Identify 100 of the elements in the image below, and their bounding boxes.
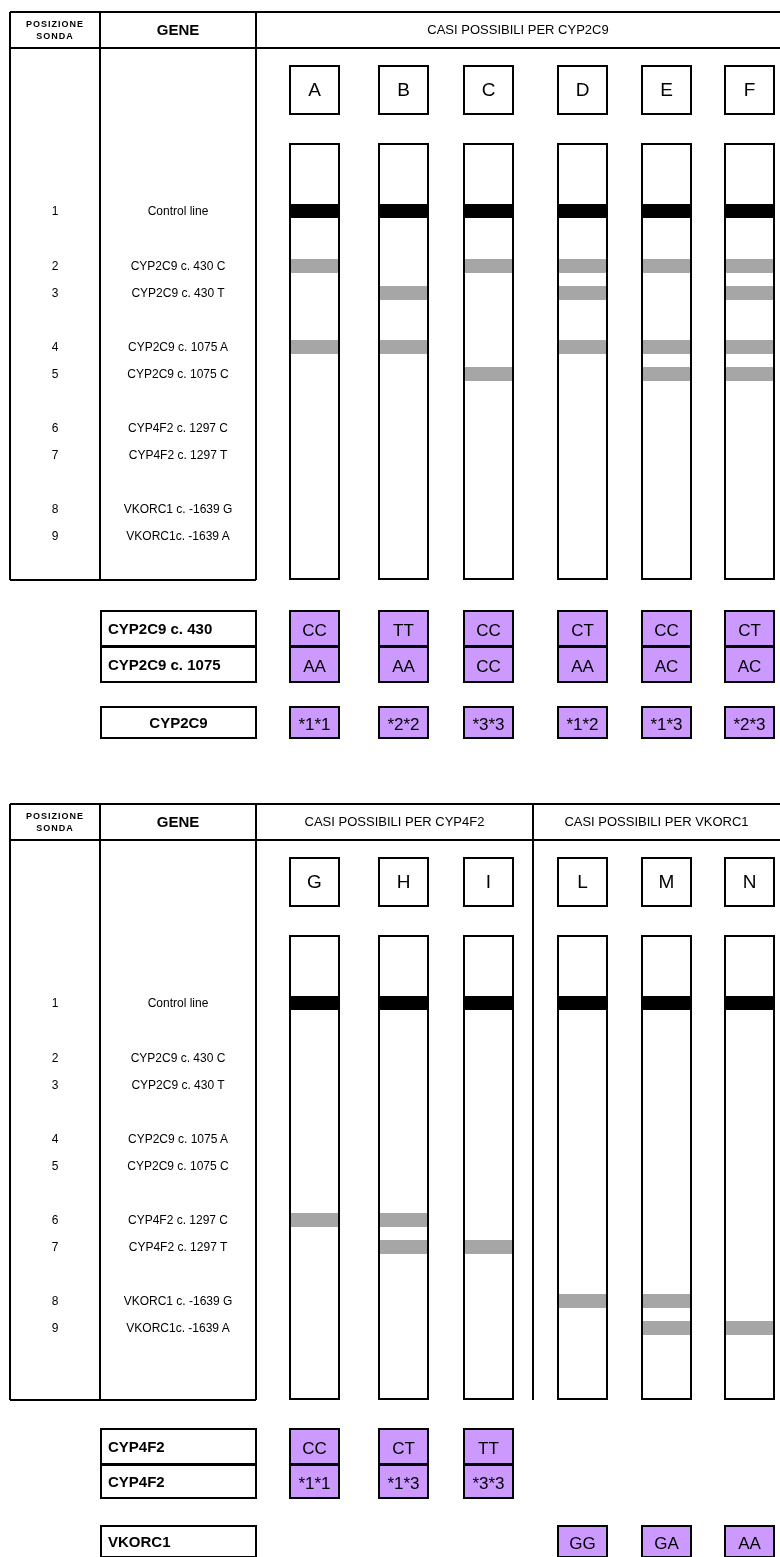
probe-label: CYP2C9 c. 430 C — [130, 1051, 226, 1065]
genotype-box: *1*1 — [289, 706, 340, 739]
probe-label: Control line — [147, 204, 209, 218]
column-header: GENE — [156, 23, 200, 37]
test-strip — [724, 935, 775, 1400]
probe-band — [291, 204, 338, 218]
probe-number: 3 — [51, 286, 59, 300]
probe-label: CYP2C9 c. 1075 A — [127, 340, 229, 354]
gene-label-box: VKORC1 — [100, 1525, 257, 1557]
genotype-box: AA — [378, 646, 429, 683]
probe-band — [465, 367, 512, 381]
genotype-box: GA — [641, 1525, 692, 1557]
probe-label: VKORC1c. -1639 A — [126, 1321, 230, 1335]
probe-number: 7 — [51, 448, 59, 462]
probe-number: 2 — [51, 259, 59, 273]
genotype-box: *1*3 — [378, 1464, 429, 1499]
probe-number: 9 — [51, 1321, 59, 1335]
lane-letter-box: B — [378, 65, 429, 115]
genotype-box: TT — [463, 1428, 514, 1465]
gene-label-box: CYP2C9 c. 430 — [100, 610, 257, 647]
genotype-box: GG — [557, 1525, 608, 1557]
probe-band — [465, 204, 512, 218]
probe-band — [643, 340, 690, 354]
genotype-box: TT — [378, 610, 429, 647]
probe-band — [559, 259, 606, 273]
lane-letter-box: I — [463, 857, 514, 907]
probe-band — [380, 1240, 427, 1254]
probe-band — [380, 1213, 427, 1227]
genotype-box: AA — [724, 1525, 775, 1557]
probe-label: Control line — [147, 996, 209, 1010]
genotype-box: AC — [641, 646, 692, 683]
genotype-box: CC — [463, 646, 514, 683]
probe-band — [643, 1321, 690, 1335]
lane-letter-box: M — [641, 857, 692, 907]
genotype-box: *1*3 — [641, 706, 692, 739]
probe-number: 8 — [51, 502, 59, 516]
column-header: POSIZIONE SONDA — [25, 18, 85, 42]
lane-letter-box: D — [557, 65, 608, 115]
probe-number: 4 — [51, 1132, 59, 1146]
genotype-box: *1*1 — [289, 1464, 340, 1499]
probe-number: 6 — [51, 1213, 59, 1227]
genotype-box: CT — [557, 610, 608, 647]
probe-band — [643, 1294, 690, 1308]
probe-band — [380, 996, 427, 1010]
column-header: CASI POSSIBILI PER CYP2C9 — [427, 23, 609, 37]
probe-band — [380, 340, 427, 354]
lane-letter-box: N — [724, 857, 775, 907]
probe-label: CYP2C9 c. 1075 C — [127, 367, 229, 381]
probe-band — [380, 204, 427, 218]
gene-label-box: CYP2C9 c. 1075 — [100, 646, 257, 683]
test-strip — [463, 935, 514, 1400]
test-strip — [289, 143, 340, 580]
probe-band — [380, 286, 427, 300]
gene-label-box: CYP2C9 — [100, 706, 257, 739]
probe-number: 8 — [51, 1294, 59, 1308]
probe-band — [291, 1213, 338, 1227]
test-strip — [557, 935, 608, 1400]
test-strip — [557, 143, 608, 580]
genotype-box: CT — [724, 610, 775, 647]
test-strip — [641, 935, 692, 1400]
lane-letter-box: C — [463, 65, 514, 115]
probe-band — [643, 259, 690, 273]
probe-band — [465, 996, 512, 1010]
probe-number: 5 — [51, 367, 59, 381]
probe-number: 1 — [51, 996, 59, 1010]
probe-band — [643, 996, 690, 1010]
genotype-box: CC — [641, 610, 692, 647]
column-header: GENE — [156, 815, 200, 829]
probe-label: CYP4F2 c. 1297 T — [128, 448, 228, 462]
genotype-box: CT — [378, 1428, 429, 1465]
probe-number: 4 — [51, 340, 59, 354]
lane-letter-box: G — [289, 857, 340, 907]
probe-band — [643, 367, 690, 381]
genotype-box: *2*2 — [378, 706, 429, 739]
probe-band — [726, 340, 773, 354]
test-strip — [463, 143, 514, 580]
test-strip — [641, 143, 692, 580]
gene-label-box: CYP4F2 — [100, 1428, 257, 1465]
probe-band — [559, 996, 606, 1010]
probe-band — [465, 1240, 512, 1254]
genotype-box: *1*2 — [557, 706, 608, 739]
probe-number: 1 — [51, 204, 59, 218]
genotype-box: *3*3 — [463, 706, 514, 739]
probe-band — [726, 996, 773, 1010]
probe-band — [726, 1321, 773, 1335]
probe-band — [559, 340, 606, 354]
lane-letter-box: L — [557, 857, 608, 907]
genotype-box: CC — [289, 610, 340, 647]
probe-number: 9 — [51, 529, 59, 543]
probe-label: VKORC1 c. -1639 G — [123, 502, 233, 516]
probe-band — [726, 286, 773, 300]
test-strip — [724, 143, 775, 580]
test-strip — [378, 935, 429, 1400]
lane-letter-box: H — [378, 857, 429, 907]
genotype-box: *2*3 — [724, 706, 775, 739]
lane-letter-box: A — [289, 65, 340, 115]
probe-number: 5 — [51, 1159, 59, 1173]
genotype-box: AC — [724, 646, 775, 683]
column-header: CASI POSSIBILI PER VKORC1 — [564, 815, 749, 829]
probe-band — [559, 1294, 606, 1308]
